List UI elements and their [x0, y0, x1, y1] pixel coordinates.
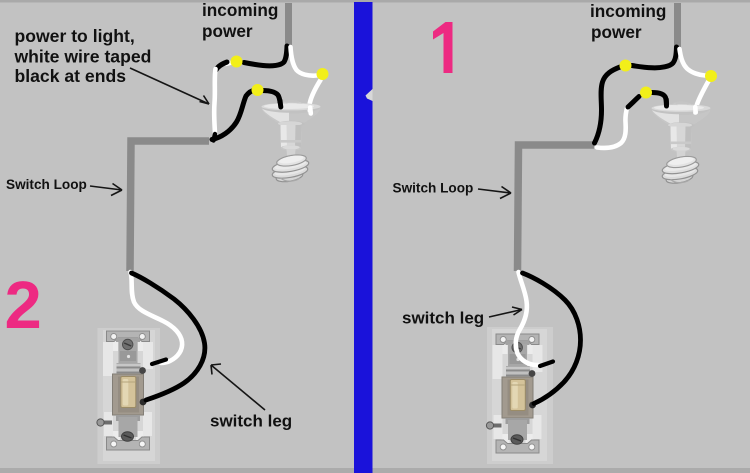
svg-text:incoming: incoming [590, 1, 666, 21]
svg-text:power to light,: power to light, [15, 26, 135, 46]
svg-text:Switch Loop: Switch Loop [6, 177, 87, 192]
svg-text:switch leg: switch leg [210, 412, 292, 431]
svg-text:Switch Loop: Switch Loop [393, 181, 474, 196]
svg-text:power: power [202, 21, 253, 41]
svg-text:2: 2 [5, 268, 42, 343]
svg-text:white wire taped: white wire taped [14, 46, 152, 66]
svg-text:black at ends: black at ends [15, 66, 127, 86]
svg-text:power: power [591, 22, 642, 42]
svg-text:incoming: incoming [202, 0, 278, 20]
svg-text:switch leg: switch leg [402, 309, 484, 328]
